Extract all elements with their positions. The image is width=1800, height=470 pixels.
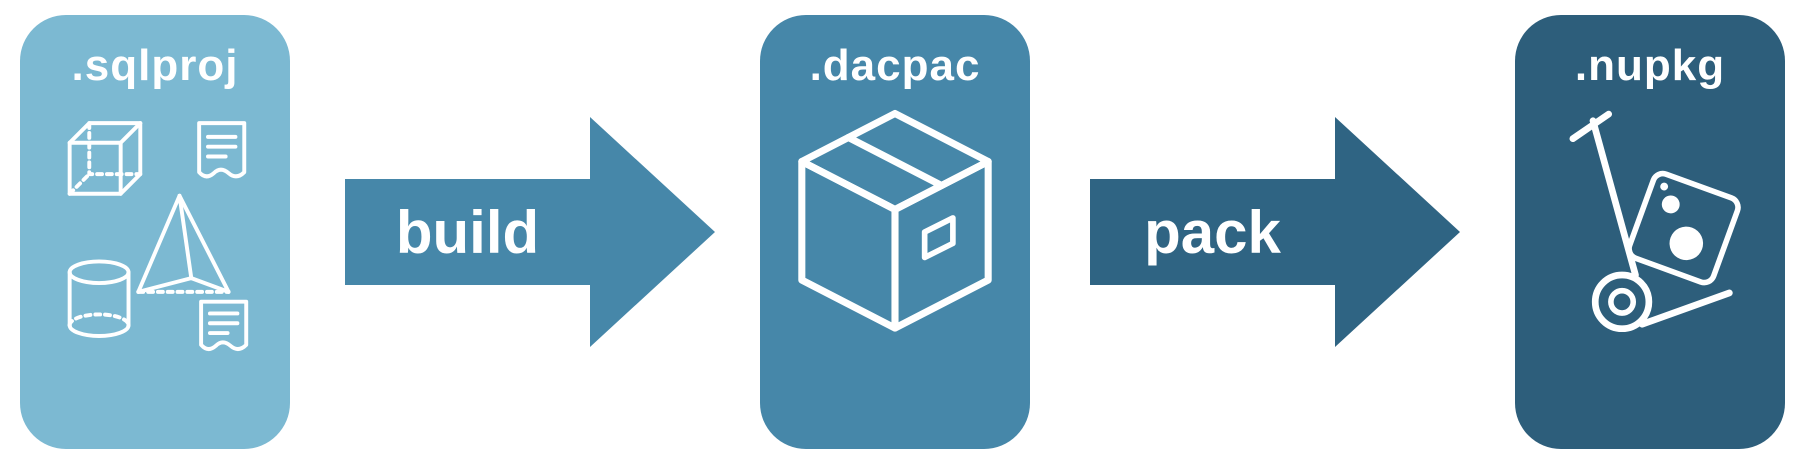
cylinder-icon [67,259,131,338]
stage-label-sqlproj: .sqlproj [71,41,239,90]
script-scroll-icon [197,121,247,179]
arrow-label-pack: pack [1144,198,1281,266]
arrow-label-build: build [395,198,540,266]
right-block-arrow-icon [1090,117,1460,347]
arrow-pack: pack [1090,117,1460,347]
cube-icon [67,121,143,196]
right-block-arrow-icon [345,117,715,347]
stage-label-dacpac: .dacpac [809,41,981,90]
stage-label-nupkg: .nupkg [1574,41,1726,90]
package-box-icon [798,109,992,332]
pyramid-icon [136,193,231,294]
arrow-build: build [345,117,715,347]
sql-objects-icon [67,121,249,351]
script-scroll-icon [199,299,249,351]
stage-card-sqlproj: .sqlproj [20,15,290,449]
stage-card-nupkg: .nupkg [1515,15,1785,449]
nuget-handtruck-icon [1569,110,1741,333]
stage-card-dacpac: .dacpac [760,15,1030,449]
